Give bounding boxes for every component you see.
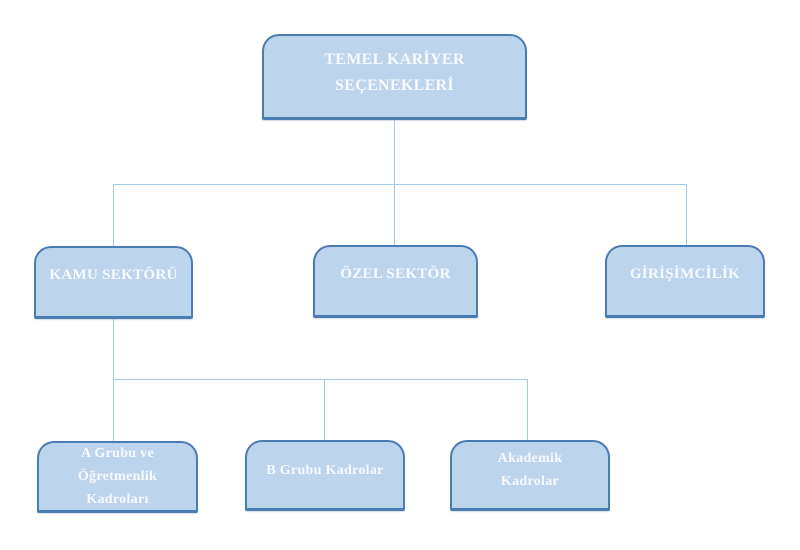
node-kamu-sektoru: KAMU SEKTÖRÜ xyxy=(34,246,193,319)
connector-to-kamu xyxy=(113,184,114,247)
node-label: KAMU SEKTÖRÜ xyxy=(49,267,178,283)
node-akademik-kadrolar: Akademik Kadrolar xyxy=(450,440,610,511)
node-label: ÖZEL SEKTÖR xyxy=(340,266,451,282)
connector-to-akademik xyxy=(527,379,528,440)
connector-level3-horizontal xyxy=(113,379,527,380)
node-a-grubu-ve-ogretmenlik-kadrolari: A Grubu ve Öğretmenlik Kadroları xyxy=(37,441,198,513)
node-temel-kariyer-secenekleri: TEMEL KARİYER SEÇENEKLERİ xyxy=(262,34,527,120)
connector-root-vertical xyxy=(394,120,395,245)
node-ozel-sektor: ÖZEL SEKTÖR xyxy=(313,245,478,318)
connector-to-girisimcilik xyxy=(686,184,687,245)
node-label: GİRİŞİMCİLİK xyxy=(629,266,741,282)
node-girisimcilik: GİRİŞİMCİLİK xyxy=(605,245,765,318)
node-label: TEMEL KARİYER SEÇENEKLERİ xyxy=(324,50,465,94)
node-label: A Grubu ve Öğretmenlik Kadroları xyxy=(77,446,158,507)
connector-level2-horizontal xyxy=(113,184,687,185)
node-label: Akademik Kadrolar xyxy=(497,451,563,489)
connector-to-b-grubu xyxy=(324,379,325,440)
node-b-grubu-kadrolar: B Grubu Kadrolar xyxy=(245,440,405,511)
node-label: B Grubu Kadrolar xyxy=(266,462,384,478)
connector-kamu-vertical xyxy=(113,319,114,441)
